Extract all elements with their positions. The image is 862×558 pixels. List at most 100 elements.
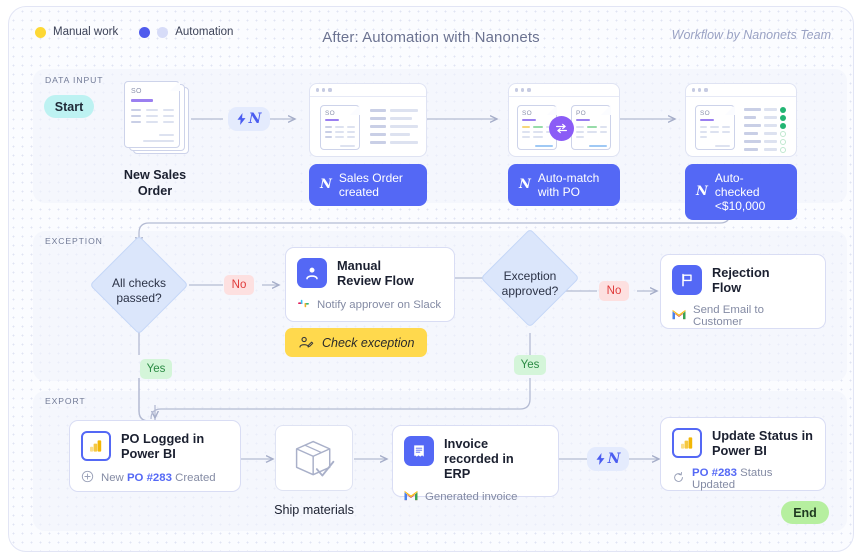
po-number: PO #283 — [126, 472, 172, 484]
card-manual-review-flow: Manual Review Flow Notify approver on Sl… — [285, 247, 455, 322]
branch-label-no-2: No — [599, 281, 629, 301]
card-invoice-recorded-erp: Invoice recorded in ERP Generated invoic… — [392, 425, 559, 503]
power-bi-icon — [672, 428, 702, 458]
step-label-text: Sales Order created — [338, 171, 403, 199]
branch-label-yes-2: Yes — [514, 355, 546, 375]
chip-check-exception: Check exception — [285, 328, 428, 357]
source-document: SO — [124, 81, 180, 148]
card-title: Rejection Flow — [712, 265, 770, 295]
branch-label-no-1: No — [224, 275, 254, 295]
card-po-logged-power-bi: PO Logged in Power BI New PO #283 Create… — [69, 420, 241, 492]
card-rejection-flow: Rejection Flow Send Email to Customer — [660, 254, 826, 329]
lightning-icon — [596, 453, 605, 465]
card3-doc-label: SO — [700, 110, 710, 117]
check-circle-icon — [780, 107, 786, 113]
window-body: SO PO — [509, 97, 619, 156]
sub-suffix: Status Updated — [692, 467, 773, 491]
card-ship-materials — [275, 425, 353, 491]
window-body: SO — [686, 97, 796, 156]
check-circle-icon — [780, 123, 786, 129]
end-badge: End — [781, 501, 829, 524]
power-bi-icon — [81, 431, 111, 461]
check-circle-icon-inactive — [780, 139, 786, 145]
section-label-exception: EXCEPTION — [45, 236, 103, 246]
step-label-text: Auto-match with PO — [537, 171, 600, 199]
check-circle-icon-inactive — [780, 131, 786, 137]
card-sub-text: Generated invoice — [425, 491, 518, 503]
sub-suffix: Created — [171, 472, 216, 484]
decision-exception-approved-label: Exception approved? — [501, 269, 559, 298]
flag-icon — [672, 265, 702, 295]
auto-match-icon — [549, 116, 574, 141]
legend-label-automation: Automation — [175, 26, 234, 38]
card-sales-order-created: SO — [309, 83, 427, 157]
legend-dot-automation-secondary — [157, 26, 169, 38]
ship-materials-caption: Ship materials — [274, 503, 354, 517]
card-subline: Generated invoice — [404, 490, 546, 504]
user-edit-icon — [299, 336, 314, 348]
card-title: PO Logged in Power BI — [121, 431, 205, 461]
card2-doc-label-po: PO — [576, 110, 586, 117]
window-body: SO — [310, 97, 426, 156]
card-title: Manual Review Flow — [337, 258, 414, 288]
person-icon — [297, 258, 327, 288]
po-number: PO #283 — [692, 467, 737, 479]
step-label-auto-match-with-po: N Auto-match with PO — [508, 164, 620, 206]
card-title: Invoice recorded in ERP — [444, 436, 514, 481]
source-caption: New Sales Order — [123, 168, 187, 198]
card-sub-text: Send Email to Customer — [693, 304, 764, 328]
receipt-icon — [404, 436, 434, 466]
lightning-icon — [237, 113, 246, 125]
step-label-text: Auto-checked <$10,000 — [714, 171, 766, 213]
branch-label-yes-1: Yes — [140, 359, 172, 379]
card-auto-checked: SO — [685, 83, 797, 157]
card-subline: PO #283 Status Updated — [672, 467, 813, 491]
section-label-export: EXPORT — [45, 396, 86, 406]
card-title: Update Status in Power BI — [712, 428, 813, 458]
window-titlebar — [509, 84, 619, 97]
gmail-icon — [672, 309, 686, 323]
decision-all-checks-passed-label: All checks passed? — [111, 276, 167, 305]
card-header: Update Status in Power BI — [672, 428, 813, 458]
nanonets-logo-mark: N — [696, 184, 708, 199]
source-document-label: SO — [131, 88, 142, 95]
credit-label: Workflow by Nanonets Team — [671, 28, 831, 42]
plus-circle-icon — [81, 470, 94, 486]
nanonets-logo-mark: N — [320, 177, 332, 192]
window-titlebar — [310, 84, 426, 97]
page-title: After: Automation with Nanonets — [322, 29, 540, 46]
section-label-data-input: DATA INPUT — [45, 75, 104, 85]
chip-label: Check exception — [322, 335, 415, 350]
start-badge: Start — [44, 95, 94, 118]
gmail-icon — [404, 490, 418, 504]
legend-label-manual: Manual work — [53, 26, 119, 38]
card-header: Manual Review Flow — [297, 258, 442, 288]
card-header: Rejection Flow — [672, 265, 813, 295]
check-circle-icon-inactive — [780, 147, 786, 153]
step-label-auto-checked: N Auto-checked <$10,000 — [685, 164, 797, 220]
card2-doc-label-so: SO — [522, 110, 532, 117]
card1-doc-label: SO — [325, 110, 335, 117]
card-subline: Notify approver on Slack — [297, 297, 442, 313]
card-auto-match-with-po: SO PO — [508, 83, 620, 157]
card-sub-text: Notify approver on Slack — [317, 299, 442, 311]
legend: Manual work Automation — [35, 26, 233, 38]
step-label-sales-order-created: N Sales Order created — [309, 164, 427, 206]
slack-icon — [297, 297, 310, 313]
sub-prefix: New — [101, 472, 127, 484]
card-subline: New PO #283 Created — [81, 470, 228, 486]
nanonets-logo-mark: N — [248, 111, 262, 127]
workflow-board: Manual work Automation After: Automation… — [8, 6, 854, 552]
nanonets-logo-mark: N — [607, 451, 621, 467]
legend-item-manual: Manual work — [35, 26, 118, 38]
legend-dot-automation-primary — [139, 26, 151, 38]
card-subline: Send Email to Customer — [672, 304, 813, 328]
nanonets-logo-mark: N — [519, 177, 531, 192]
legend-item-automation: Automation — [139, 26, 233, 38]
card-header: Invoice recorded in ERP — [404, 436, 546, 481]
card-header: PO Logged in Power BI — [81, 431, 228, 461]
card-update-status-power-bi: Update Status in Power BI PO #283 Status… — [660, 417, 826, 491]
window-titlebar — [686, 84, 796, 97]
package-check-icon — [295, 440, 335, 477]
